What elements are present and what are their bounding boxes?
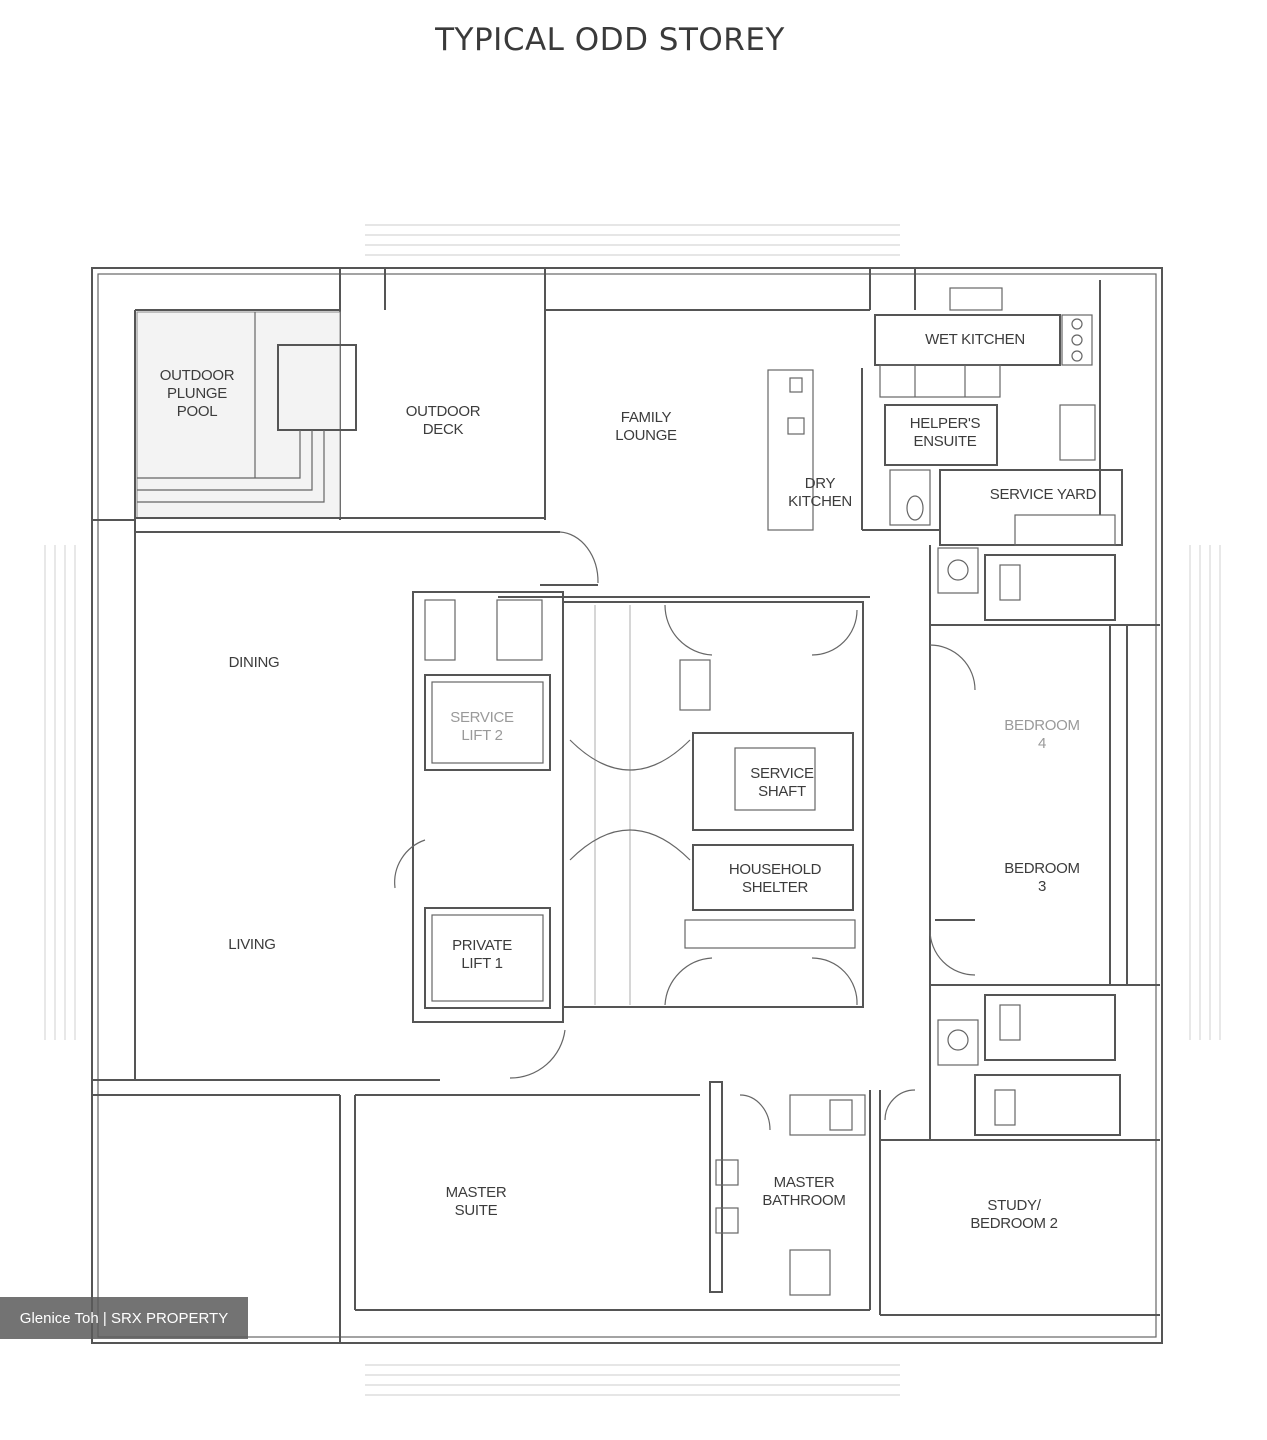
wet-kitchen-label: WET KITCHEN <box>925 331 1025 348</box>
plan-title: TYPICAL ODD STOREY <box>435 22 785 58</box>
living-hall <box>135 531 599 1081</box>
kitchen-area <box>767 287 1123 546</box>
dining-label: DINING <box>229 654 280 671</box>
study-bedroom-2-label: STUDY/BEDROOM 2 <box>970 1197 1057 1232</box>
ledge-lines <box>44 224 1221 1396</box>
pool-area <box>135 311 545 519</box>
living-label: LIVING <box>228 936 275 953</box>
master-wing <box>92 1081 916 1343</box>
watermark: Glenice Toh | SRX PROPERTY <box>0 1297 248 1339</box>
core <box>394 591 870 1023</box>
service-yard-label: SERVICE YARD <box>990 486 1097 503</box>
right-wing <box>879 545 1160 1316</box>
